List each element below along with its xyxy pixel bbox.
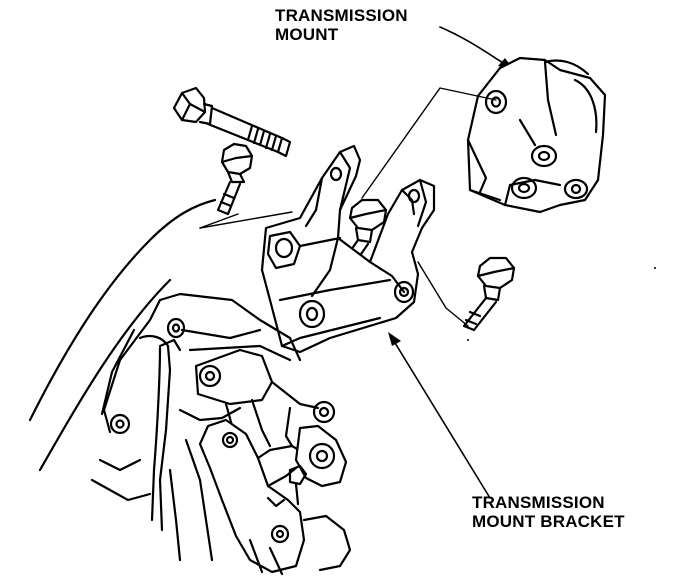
lower-link-arm bbox=[200, 400, 350, 574]
transmission-mount bbox=[468, 58, 605, 212]
transmission-mount-bracket-label: TRANSMISSION MOUNT BRACKET bbox=[472, 493, 625, 531]
short-bolt-right bbox=[464, 258, 514, 330]
transmission-mount-bracket-label-line2: MOUNT BRACKET bbox=[472, 512, 625, 531]
stray-marks bbox=[467, 267, 656, 341]
short-bolt-left bbox=[218, 144, 252, 214]
transmission-mount-label-line2: MOUNT bbox=[275, 25, 339, 44]
transmission-mount-bracket-label-line1: TRANSMISSION bbox=[472, 493, 605, 512]
transmission-mount-bracket bbox=[262, 146, 434, 352]
lower-assembly bbox=[30, 200, 334, 560]
guide-lines bbox=[200, 88, 496, 326]
transmission-mount-label-line1: TRANSMISSION bbox=[275, 6, 408, 25]
long-bolt bbox=[174, 88, 290, 156]
transmission-mount-label: TRANSMISSION MOUNT bbox=[275, 6, 408, 44]
